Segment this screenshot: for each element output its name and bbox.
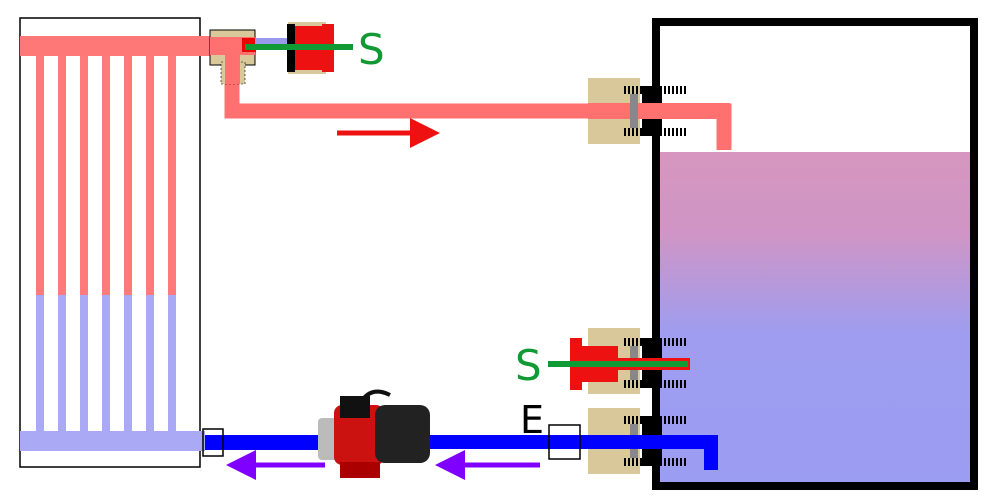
tank-fitting-top bbox=[588, 78, 730, 144]
radiator-bottom-header bbox=[20, 431, 205, 451]
sensor-top-assembly bbox=[245, 22, 353, 74]
cold-return-pipe bbox=[205, 435, 718, 470]
inlet-marker-label: E bbox=[520, 398, 544, 442]
storage-tank bbox=[652, 18, 978, 490]
radiator-top-header bbox=[20, 36, 220, 56]
sensor-bottom-label: S bbox=[515, 341, 542, 390]
radiator-outlet-marker bbox=[202, 428, 224, 457]
radiator-tubes bbox=[36, 50, 176, 435]
tank-fitting-sensor bbox=[548, 328, 690, 394]
inlet-marker-box bbox=[548, 424, 581, 460]
tank-liquid bbox=[660, 152, 971, 484]
sensor-top-label: S bbox=[358, 25, 385, 74]
radiator bbox=[19, 17, 220, 468]
pump bbox=[318, 389, 430, 478]
t-fitting bbox=[209, 29, 295, 85]
